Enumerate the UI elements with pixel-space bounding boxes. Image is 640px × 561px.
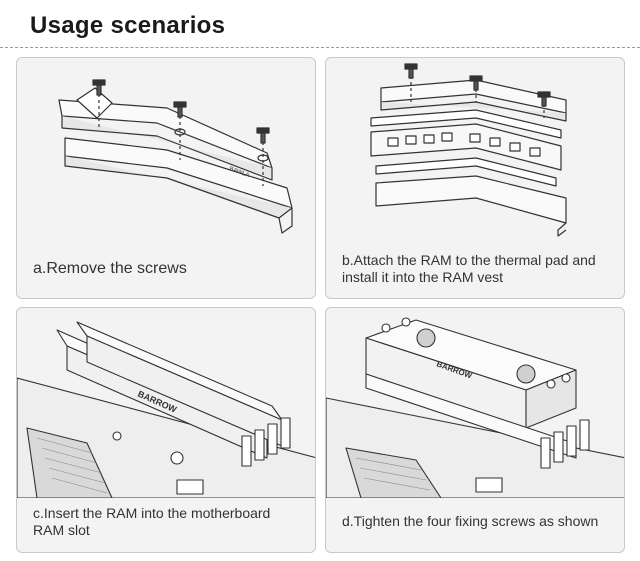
remove-screws-illustration: BAWLA: [58, 79, 293, 234]
scenario-caption: b.Attach the RAM to the thermal pad and …: [342, 251, 596, 286]
scenario-card-c: BARROW c.Insert the RAM into the motherb…: [16, 307, 316, 553]
tighten-screws-illustration: BARROW: [326, 317, 624, 498]
insert-ram-illustration: BARROW: [17, 321, 315, 498]
attach-ram-illustration: [370, 63, 567, 237]
scenario-caption: a.Remove the screws: [33, 260, 187, 277]
scenario-caption: c.Insert the RAM into the motherboard RA…: [33, 504, 271, 539]
title-divider: [0, 47, 640, 48]
scenario-card-b: b.Attach the RAM to the thermal pad and …: [325, 57, 625, 299]
scenario-caption: d.Tighten the four fixing screws as show…: [342, 513, 599, 530]
page-title: Usage scenarios: [30, 12, 226, 39]
scenario-card-d: BARROW d.Tighten the four fixing screws …: [325, 307, 625, 553]
scenario-card-a: BAWLA a.Remove the screws: [16, 57, 316, 299]
